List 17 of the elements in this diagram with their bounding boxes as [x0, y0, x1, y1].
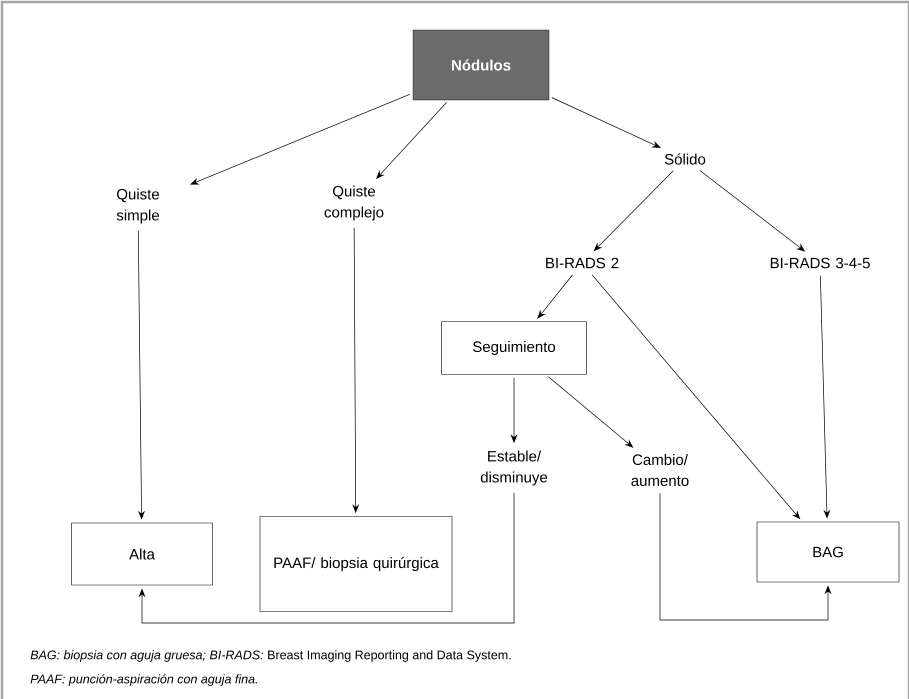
category-label: Cambio/ aumento: [631, 454, 689, 486]
category-label: Quiste simple: [116, 188, 159, 224]
category-label: Quiste complejo: [324, 186, 384, 220]
arrow: [138, 492, 514, 624]
category-label: Sólido: [664, 153, 706, 165]
outcome-box: Seguimiento: [441, 321, 587, 375]
footnote: PAAF: punción-aspiración con aguja fina.: [30, 674, 257, 686]
outcome-box: PAAF/ biopsia quirúrgica: [260, 516, 452, 612]
category-label: BI-RADS 2: [546, 258, 618, 268]
category-box: Nódulos: [412, 30, 550, 100]
arrow: [592, 274, 800, 520]
category-label: Estable/ disminuye: [480, 450, 548, 486]
category-label: BI-RADS 3-4-5: [770, 258, 870, 268]
outcome-box: Alta: [71, 522, 213, 586]
footnote: BAG: biopsia con aguja gruesa; BI-RADS: Breast Imaging Reporting and Data System.: [30, 650, 511, 662]
arrow: [594, 170, 674, 252]
outcome-box: BAG: [756, 522, 900, 582]
